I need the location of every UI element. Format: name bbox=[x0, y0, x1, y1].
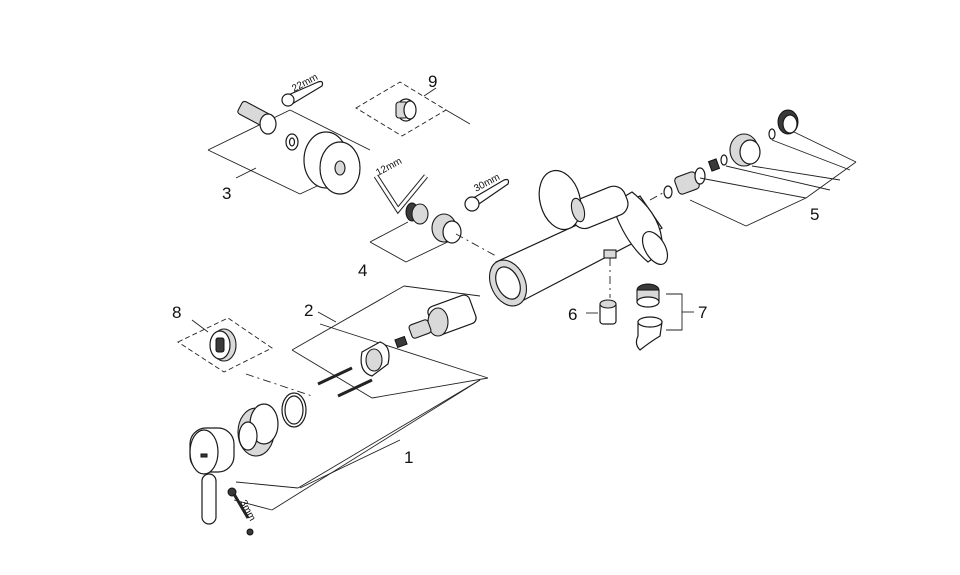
part-7-group bbox=[635, 283, 694, 351]
callout-2: 2 bbox=[304, 301, 313, 320]
callout-6: 6 bbox=[568, 305, 577, 324]
hex-key-12mm-label: 12mm bbox=[374, 156, 404, 179]
callout-7: 7 bbox=[698, 303, 707, 322]
wrench-22mm-icon bbox=[281, 80, 324, 107]
part-5-group bbox=[649, 109, 857, 227]
callout-9: 9 bbox=[428, 72, 437, 91]
part-8-group bbox=[177, 317, 273, 373]
callout-8: 8 bbox=[172, 303, 181, 322]
part-9-group bbox=[355, 81, 471, 137]
part-6-group bbox=[586, 258, 617, 325]
part-4-group bbox=[369, 174, 497, 263]
callout-3: 3 bbox=[222, 184, 231, 203]
hex-key-3mm-label: 3mm bbox=[237, 498, 257, 523]
callout-4: 4 bbox=[358, 261, 367, 280]
part-2-group bbox=[291, 285, 489, 399]
wrench-30mm-icon bbox=[464, 178, 510, 212]
part-1-group bbox=[189, 373, 481, 536]
callout-5: 5 bbox=[810, 205, 819, 224]
callout-1: 1 bbox=[404, 448, 413, 467]
part-3-group bbox=[207, 100, 371, 195]
